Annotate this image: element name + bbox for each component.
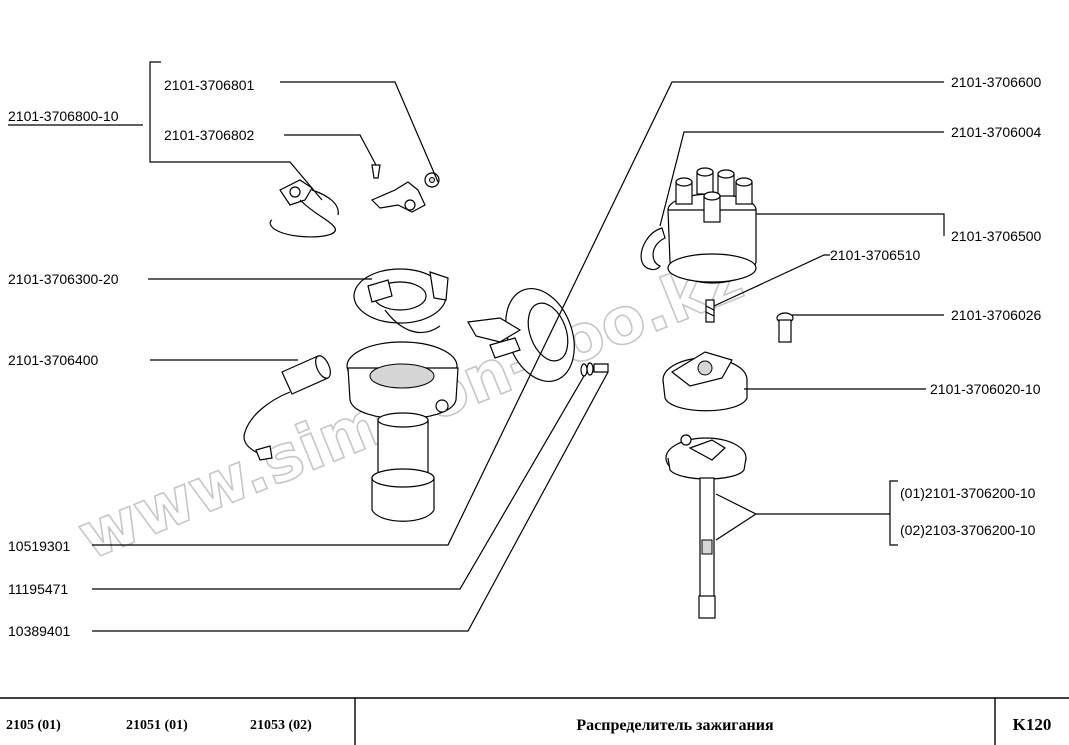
carbon-contact-drawing bbox=[705, 299, 715, 323]
label-shaft-variant-1: (01)2101-3706200-10 bbox=[900, 485, 1036, 501]
label-bolt-2: 10389401 bbox=[8, 623, 71, 639]
contact-group-drawing bbox=[269, 179, 339, 238]
label-cap-screw: 2101-3706026 bbox=[951, 307, 1042, 323]
label-cap-clip: 2101-3706004 bbox=[951, 124, 1042, 140]
leader-lines bbox=[92, 61, 945, 632]
label-capacitor: 2101-3706400 bbox=[8, 352, 99, 368]
label-assembly-group: 2101-3706800-10 bbox=[8, 108, 119, 124]
footer-frame bbox=[0, 697, 1069, 745]
label-shaft-variant-2: (02)2103-3706200-10 bbox=[900, 522, 1036, 538]
label-contact-plate: 2101-3706801 bbox=[164, 77, 255, 93]
distributor-housing-drawing bbox=[346, 341, 459, 522]
cap-clip-drawing bbox=[640, 227, 666, 271]
label-carbon-contact: 2101-3706510 bbox=[830, 247, 921, 263]
rotor-drawing bbox=[662, 351, 748, 412]
label-vacuum-corrector: 2101-3706600 bbox=[951, 74, 1042, 90]
shaft-drawing bbox=[665, 434, 747, 619]
footer-model-1: 2105 (01) bbox=[6, 718, 61, 733]
label-washer: 11195471 bbox=[8, 581, 68, 597]
label-contact-screw: 2101-3706802 bbox=[164, 127, 255, 143]
footer-model-3: 21053 (02) bbox=[250, 718, 312, 733]
washer-screw-drawing bbox=[580, 362, 609, 377]
label-distributor-cap: 2101-3706500 bbox=[951, 228, 1042, 244]
label-rotor: 2101-3706020-10 bbox=[930, 381, 1041, 397]
footer-title: Распределитель зажигания bbox=[576, 717, 774, 734]
footer-model-2: 21051 (01) bbox=[126, 718, 188, 733]
capacitor-drawing bbox=[243, 355, 331, 461]
breaker-plate-drawing bbox=[353, 268, 449, 334]
cap-screw-drawing bbox=[776, 312, 794, 343]
contact-plate-drawing bbox=[370, 164, 440, 213]
label-bolt-1: 10519301 bbox=[8, 538, 71, 554]
distributor-cap-drawing bbox=[667, 167, 757, 284]
label-breaker-plate: 2101-3706300-20 bbox=[8, 271, 119, 287]
footer-code: K120 bbox=[1013, 715, 1052, 734]
